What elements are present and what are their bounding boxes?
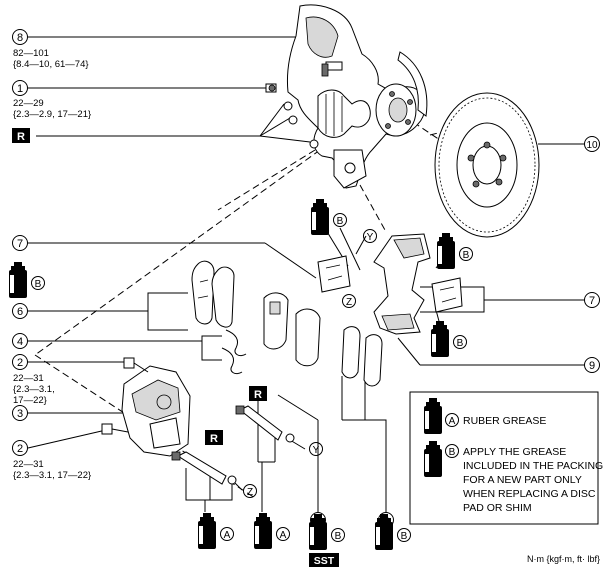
pad-clips (317, 255, 463, 313)
callout-7-right: 7 (584, 292, 600, 308)
legend-b-line: WHEN REPLACING A DISC (463, 488, 596, 500)
svg-text:SST: SST (314, 555, 335, 567)
svg-text:Y: Y (367, 232, 374, 243)
grease-tube-icon (424, 398, 442, 434)
legend-b-line: PAD OR SHIM (463, 502, 532, 514)
svg-text:1: 1 (17, 83, 23, 95)
svg-text:Z: Z (247, 487, 253, 498)
torque-8-alt: {8.4—10, 61—74} (13, 59, 89, 70)
callout-7-left: 7 (12, 235, 28, 251)
steering-knuckle-hub (265, 4, 428, 189)
torque-1-alt: {2.3—2.9, 17—21} (13, 109, 91, 120)
svg-text:4: 4 (17, 336, 23, 348)
svg-text:B: B (35, 279, 42, 290)
legend-b-line: APPLY THE GREASE (463, 446, 566, 458)
callout-6-left: 6 (12, 303, 28, 319)
grease-symbols: B B B B A A B (9, 199, 473, 550)
grease-tube-icon: B (375, 514, 411, 550)
grease-tube-icon: B (437, 233, 473, 269)
callout-9: 9 (584, 357, 600, 373)
legend-a-text: RUBER GREASE (463, 415, 546, 427)
svg-text:A: A (449, 416, 456, 427)
svg-text:A: A (224, 530, 231, 541)
callout-2-lower: 2 (12, 440, 28, 456)
z-marker-top: Z (342, 294, 356, 308)
torque-2a-nm: 22—31 (13, 373, 44, 384)
svg-text:9: 9 (589, 360, 595, 372)
brake-caliper (121, 365, 191, 457)
svg-text:10: 10 (586, 140, 598, 151)
callout-2-upper: 2 (12, 354, 28, 370)
svg-text:7: 7 (17, 238, 23, 250)
svg-text:B: B (449, 447, 456, 458)
svg-text:R: R (210, 433, 218, 445)
y-marker-bottom: Y (309, 442, 323, 456)
z-marker-bottom: Z (243, 484, 257, 498)
grease-tube-icon: B (311, 199, 347, 235)
legend-box: A RUBER GREASE B APPLY THE GREASE INCLUD… (409, 391, 603, 525)
sst-label: SST (309, 553, 339, 567)
svg-text:B: B (463, 250, 470, 261)
legend-grease-b: B APPLY THE GREASE INCLUDED IN THE PACKI… (424, 441, 603, 514)
torque-2b-alt: {2.3—3.1, 17—22} (13, 470, 91, 481)
legend-grease-a: A RUBER GREASE (424, 398, 546, 434)
callout-1: 1 (12, 80, 28, 96)
svg-text:B: B (457, 338, 464, 349)
torque-specs: 82—101 {8.4—10, 61—74} 22—29 {2.3—2.9, 1… (13, 48, 91, 481)
callout-4: 4 (12, 333, 28, 349)
grease-tube-icon: A (198, 513, 234, 549)
grease-tube-icon: A (254, 513, 290, 549)
anti-rattle-springs (221, 329, 247, 375)
callout-10: 10 (584, 136, 600, 152)
r-marker-left: R (12, 128, 30, 143)
guide-pins (171, 405, 295, 485)
callout-3: 3 (12, 405, 28, 421)
svg-text:B: B (335, 531, 342, 542)
svg-text:Y: Y (313, 445, 320, 456)
torque-8-nm: 82—101 (13, 48, 49, 59)
unit-label: N·m {kgf·m, ft· lbf} (527, 554, 600, 564)
svg-text:7: 7 (589, 295, 595, 307)
grease-tube-icon: B (9, 262, 45, 298)
r-markers: R R R (12, 128, 267, 445)
shims-upper (191, 260, 235, 328)
svg-text:2: 2 (17, 443, 23, 455)
r-marker-low: R (205, 430, 223, 445)
grease-tube-icon: B (309, 514, 345, 550)
svg-text:B: B (337, 216, 344, 227)
torque-1-nm: 22—29 (13, 98, 44, 109)
svg-text:B: B (401, 531, 408, 542)
y-marker-top: Y (363, 229, 377, 243)
svg-text:6: 6 (17, 306, 23, 318)
svg-text:8: 8 (17, 32, 23, 44)
grease-tube-icon: B (431, 321, 467, 357)
legend-b-line: FOR A NEW PART ONLY (463, 474, 582, 486)
callout-8: 8 (12, 29, 28, 45)
svg-text:Z: Z (346, 297, 352, 308)
torque-2a-alt2: 17—22} (13, 395, 47, 406)
brake-pads (263, 292, 383, 387)
leader-lines (27, 36, 584, 512)
torque-2a-alt1: {2.3—3.1, (13, 384, 55, 395)
caliper-bracket (373, 233, 431, 335)
caliper-bolts (101, 357, 149, 435)
r-marker-mid: R (249, 386, 267, 401)
grease-tube-icon (424, 441, 442, 477)
svg-text:R: R (17, 131, 25, 143)
torque-2b-nm: 22—31 (13, 459, 44, 470)
svg-text:2: 2 (17, 357, 23, 369)
brake-disc (434, 92, 540, 238)
svg-text:3: 3 (17, 408, 23, 420)
yz-markers: Y Z Y Z (243, 229, 377, 498)
svg-text:R: R (254, 389, 262, 401)
legend-b-line: INCLUDED IN THE PACKING (463, 460, 603, 472)
svg-text:A: A (280, 530, 287, 541)
